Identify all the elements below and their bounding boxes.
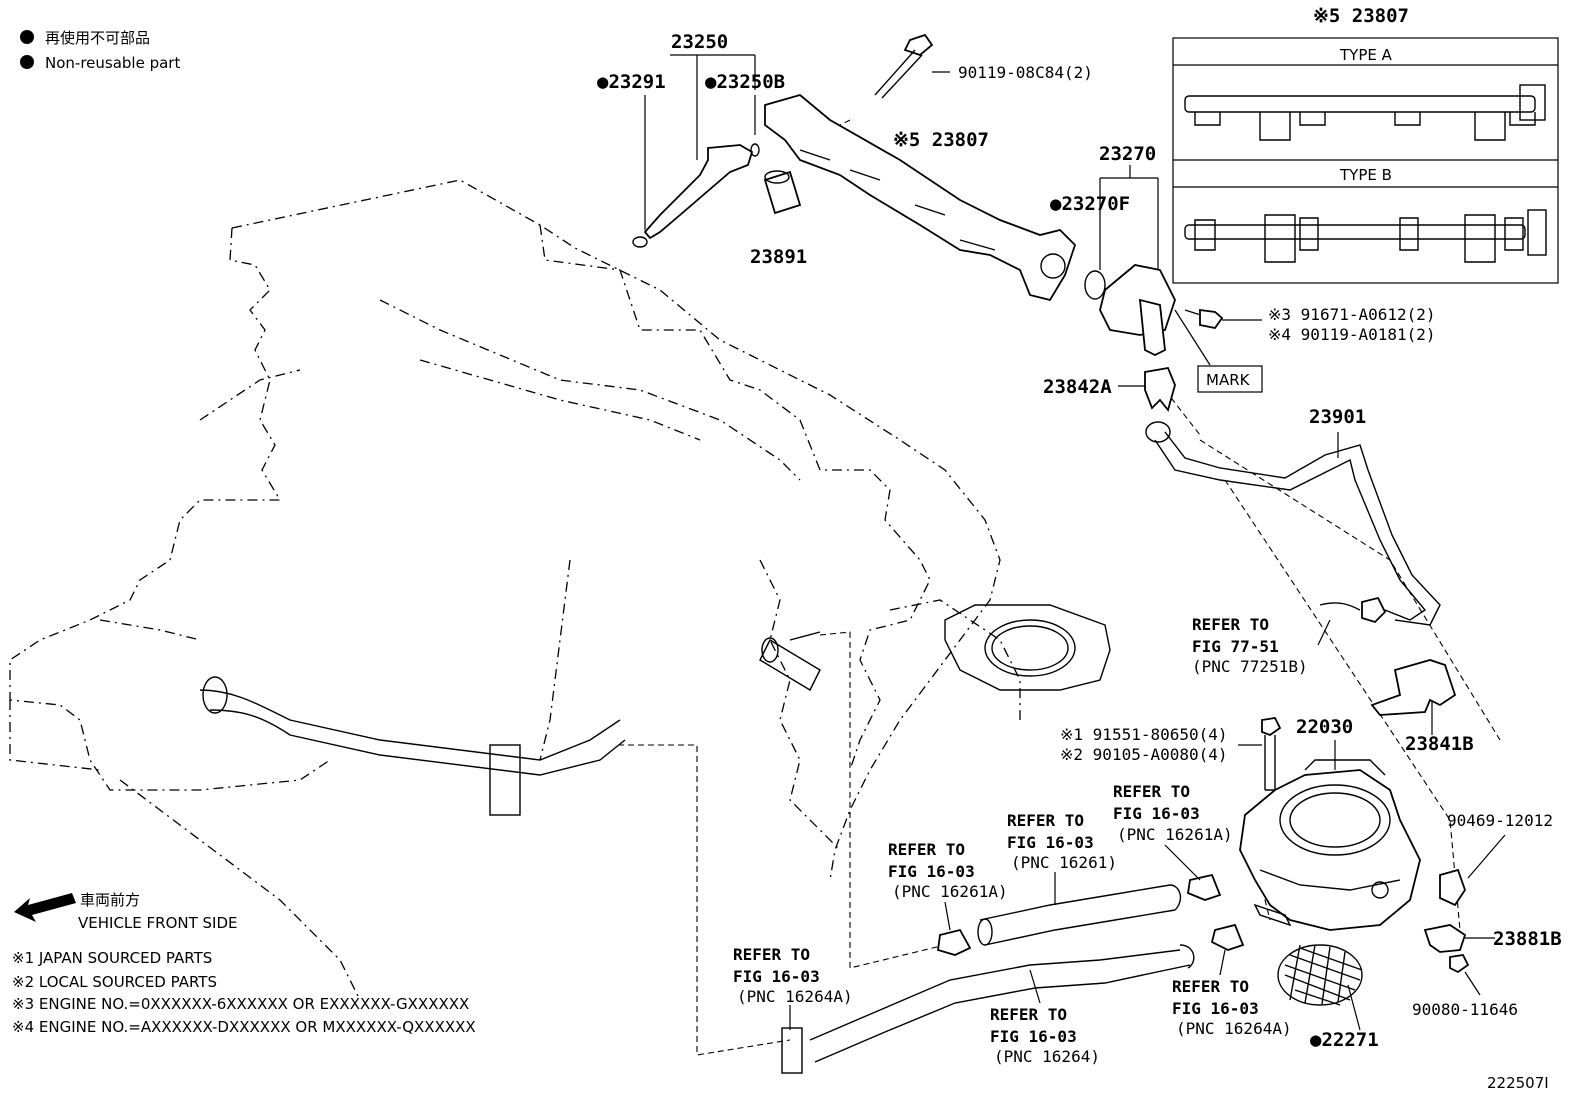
footnote-1: ※1 JAPAN SOURCED PARTS — [12, 949, 212, 967]
clip-90469: 90469-12012 — [1439, 811, 1553, 907]
footnote-2: ※2 LOCAL SOURCED PARTS — [12, 973, 217, 991]
bolt-90119-08c84: 90119-08C84(2) — [874, 33, 1093, 99]
ref-16264: REFER TO FIG 16-03 (PNC 16264) — [990, 969, 1100, 1066]
intake-flange — [944, 604, 1111, 691]
inset-part-number: ※5 23807 — [1313, 5, 1409, 27]
ref-16264-line1: REFER TO — [990, 1005, 1067, 1024]
part-number-90105: ※2 90105-A0080(4) — [1060, 745, 1228, 764]
ref-77-51-line3: (PNC 77251B) — [1192, 657, 1308, 676]
part-number-23841b: 23841B — [1405, 733, 1474, 755]
ref-16261a-top-line3: (PNC 16261A) — [1117, 825, 1233, 844]
part-number-91671: ※3 91671-A0612(2) — [1268, 305, 1436, 324]
ref-16261a-top-line2: FIG 16-03 — [1113, 804, 1200, 823]
gasket-22271: ●22271 — [1277, 944, 1379, 1051]
part-number-22030: 22030 — [1296, 716, 1353, 738]
part-number-90080: 90080-11646 — [1412, 1000, 1518, 1019]
water-hoses — [781, 873, 1245, 1074]
part-number-91551: ※1 91551-80650(4) — [1060, 725, 1228, 744]
screw-90080: 90080-11646 — [1412, 954, 1518, 1019]
direction-en: VEHICLE FRONT SIDE — [78, 914, 238, 932]
part-number-23291: ●23291 — [597, 71, 666, 93]
part-number-23250: 23250 — [671, 31, 728, 53]
part-number-23270: 23270 — [1099, 143, 1156, 165]
ref-16264-line3: (PNC 16264) — [994, 1047, 1100, 1066]
ref-16261a-top: REFER TO FIG 16-03 (PNC 16261A) — [1113, 782, 1233, 881]
ref-16264a-left: REFER TO FIG 16-03 (PNC 16264A) — [733, 945, 853, 1030]
bypass-pipe-stub — [759, 631, 821, 691]
throttle-body: 22030 — [1239, 716, 1421, 931]
bracket-23881b: 23881B — [1423, 924, 1562, 953]
figure-id: 222507I — [1487, 1074, 1549, 1092]
ref-77-51: REFER TO FIG 77-51 (PNC 77251B) — [1192, 615, 1331, 676]
ref-16261a-left: REFER TO FIG 16-03 (PNC 16261A) — [888, 840, 1008, 931]
ref-16261-line2: FIG 16-03 — [1007, 833, 1094, 852]
ref-16264a-left-line1: REFER TO — [733, 945, 810, 964]
part-number-22271: ●22271 — [1310, 1029, 1379, 1051]
non-reusable-bullet-icon — [20, 30, 34, 44]
type-a-rail — [1184, 84, 1546, 141]
part-number-90119-a0181: ※4 90119-A0181(2) — [1268, 325, 1436, 344]
arrow-left-icon — [14, 893, 76, 922]
part-number-90119-08c84: 90119-08C84(2) — [958, 63, 1093, 82]
ref-16261a-left-line2: FIG 16-03 — [888, 862, 975, 881]
ref-16264a-left-line3: (PNC 16264A) — [737, 987, 853, 1006]
part-number-23250b: ●23250B — [705, 71, 785, 93]
direction-jp: 車両前方 — [80, 891, 140, 909]
ref-16261: REFER TO FIG 16-03 (PNC 16261) — [1007, 811, 1117, 905]
part-number-23842a: 23842A — [1043, 376, 1112, 398]
mark-label: MARK — [1206, 371, 1251, 389]
ref-16264a-left-line2: FIG 16-03 — [733, 967, 820, 986]
footnote-4: ※4 ENGINE NO.=AXXXXXX-DXXXXXX OR MXXXXXX… — [12, 1018, 476, 1036]
ref-16261a-top-line1: REFER TO — [1113, 782, 1190, 801]
footnotes: ※1 JAPAN SOURCED PARTS ※2 LOCAL SOURCED … — [12, 949, 476, 1036]
legend: 再使用不可部品 Non-reusable part — [20, 29, 180, 72]
fuel-hose-23901: 23901 — [1145, 406, 1441, 626]
type-b-label: TYPE B — [1339, 166, 1392, 184]
part-number-23807-main: ※5 23807 — [893, 129, 989, 151]
ref-16261a-left-line1: REFER TO — [888, 840, 965, 859]
throttle-bolts: ※1 91551-80650(4) ※2 90105-A0080(4) — [1060, 717, 1282, 791]
ref-77-51-line2: FIG 77-51 — [1192, 637, 1279, 656]
legend-jp: 再使用不可部品 — [45, 29, 150, 47]
fuel-pipe-fitting: 23270 ●23270F — [1050, 143, 1211, 366]
part-number-90469: 90469-12012 — [1447, 811, 1553, 830]
part-number-23891: 23891 — [750, 246, 807, 268]
non-reusable-bullet-icon — [20, 55, 34, 69]
ref-16264a-right-line1: REFER TO — [1172, 977, 1249, 996]
legend-en: Non-reusable part — [45, 54, 180, 72]
footnote-3: ※3 ENGINE NO.=0XXXXXX-6XXXXXX OR EXXXXXX… — [12, 995, 469, 1013]
type-a-label: TYPE A — [1339, 46, 1393, 64]
engine-outline — [9, 179, 1021, 1001]
ref-16261-line3: (PNC 16261) — [1011, 853, 1117, 872]
part-number-23901: 23901 — [1309, 406, 1366, 428]
ref-16261a-left-line3: (PNC 16261A) — [892, 882, 1008, 901]
vehicle-front-indicator: 車両前方 VEHICLE FRONT SIDE — [14, 891, 238, 932]
engine-water-pipe — [199, 676, 626, 816]
mark-callout: MARK — [1197, 365, 1263, 393]
type-b-rail — [1184, 209, 1547, 263]
ref-16264a-right-line3: (PNC 16264A) — [1176, 1019, 1292, 1038]
clip-23842a: 23842A — [1043, 366, 1176, 412]
injector-group: 23250 ●23291 ●23250B — [597, 31, 785, 248]
ref-16264a-right-line2: FIG 16-03 — [1172, 999, 1259, 1018]
part-number-23881b: 23881B — [1493, 928, 1562, 950]
inset-panel: ※5 23807 TYPE A TYPE B — [1172, 5, 1559, 284]
ref-16261-line1: REFER TO — [1007, 811, 1084, 830]
ref-16264a-right: REFER TO FIG 16-03 (PNC 16264A) — [1172, 949, 1292, 1038]
ref-16264-line2: FIG 16-03 — [990, 1027, 1077, 1046]
bolt-91671: ※3 91671-A0612(2) ※4 90119-A0181(2) — [1199, 305, 1436, 344]
clamp-23841b: 23841B — [1370, 659, 1474, 755]
ref-77-51-line1: REFER TO — [1192, 615, 1269, 634]
insulator-23891: 23891 — [750, 170, 807, 268]
part-number-23270f: ●23270F — [1050, 193, 1130, 215]
delivery-pipe: ※5 23807 — [764, 94, 1077, 302]
